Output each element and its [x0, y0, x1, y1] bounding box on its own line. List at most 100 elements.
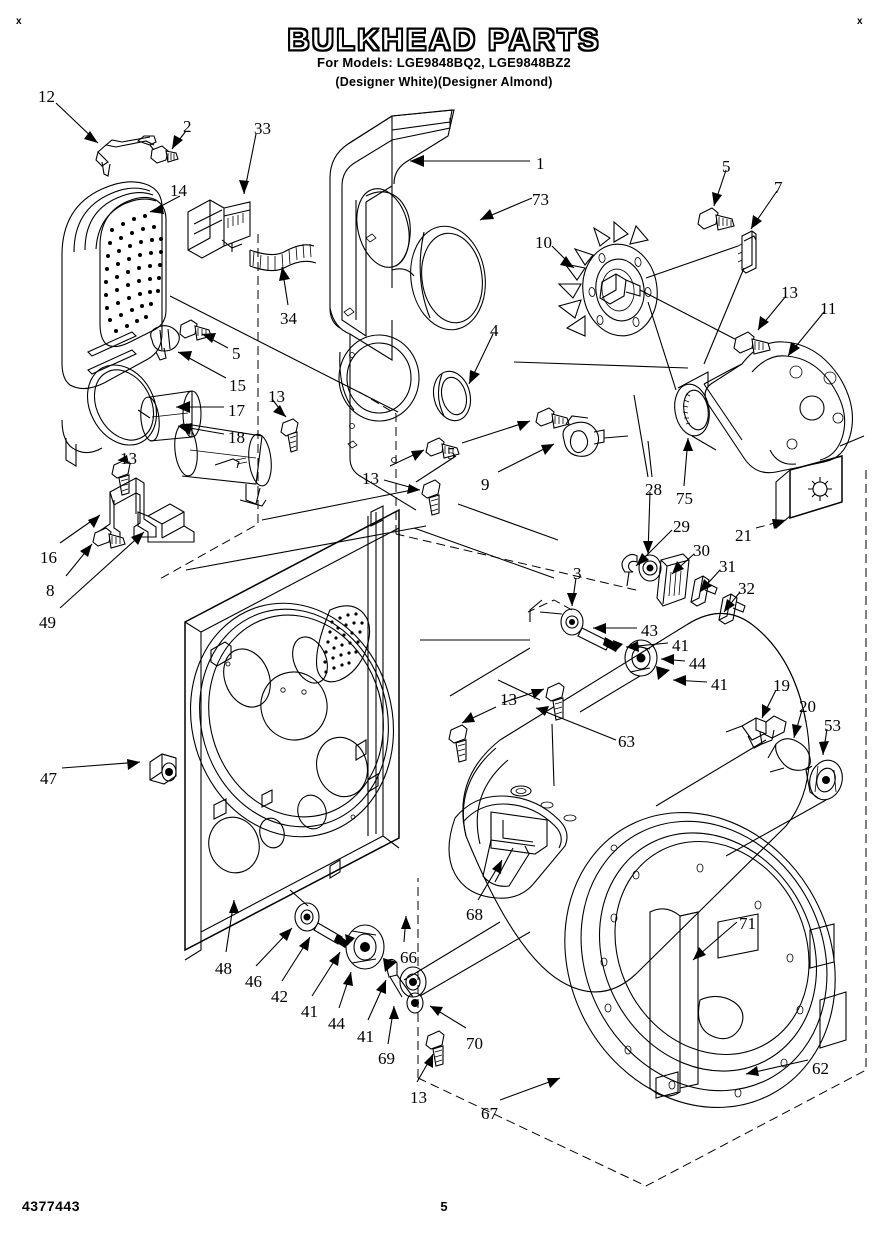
- callout-33: 33: [254, 119, 271, 138]
- part-68-drum-baffle: [449, 796, 567, 898]
- registration-mark-top-left: x: [16, 16, 22, 27]
- callout-5-upper-right: 5: [722, 157, 731, 176]
- callout-70: 70: [466, 1034, 483, 1053]
- part-13-screw-drum-b: [546, 683, 564, 720]
- callout-53: 53: [824, 716, 841, 735]
- part-8-screw: [93, 528, 125, 548]
- callout-44-b: 44: [328, 1014, 345, 1033]
- part-15-clamp: [151, 326, 180, 360]
- part-41-washers-bottom: [345, 934, 397, 972]
- callout-44-a: 44: [689, 654, 706, 673]
- assembly-reference-lines: [138, 234, 866, 1186]
- callout-20: 20: [799, 697, 816, 716]
- callout-62: 62: [812, 1059, 829, 1078]
- part-31-clip: [691, 576, 717, 606]
- part-49-block: [138, 504, 194, 542]
- callout-67: 67: [481, 1104, 498, 1123]
- callout-28: 28: [645, 480, 662, 499]
- footer-part-number: 4377443: [22, 1198, 81, 1214]
- callout-13-left-b: 13: [120, 449, 137, 468]
- part-2-screw: [151, 146, 178, 163]
- part-10-blower-wheel: [559, 222, 760, 352]
- part-46-bearing: [295, 903, 319, 931]
- part-53-roller: [805, 756, 847, 803]
- part-29-spring-clip: [622, 554, 637, 586]
- part-13-screw-right: [734, 332, 770, 354]
- callout-42: 42: [271, 987, 288, 1006]
- part-30-guide-block: [657, 554, 689, 606]
- part-75-drum-bearing: [671, 372, 716, 450]
- part-14-lint-screen-panel: [62, 182, 170, 466]
- part-3-bearing: [530, 600, 583, 635]
- callout-48: 48: [215, 959, 232, 978]
- callout-43: 43: [641, 621, 658, 640]
- callout-11: 11: [820, 299, 837, 318]
- part-33-terminal-block: [188, 200, 250, 258]
- callout-4: 4: [490, 321, 499, 340]
- callout-13-bottom: 13: [410, 1088, 427, 1107]
- part-18-cylinder-large: [172, 423, 273, 506]
- callout-68: 68: [466, 905, 483, 924]
- callout-13-center: 13: [362, 469, 379, 488]
- callout-8: 8: [46, 581, 55, 600]
- callout-15: 15: [229, 376, 246, 395]
- part-13-screw-center-a: [426, 438, 459, 458]
- registration-mark-top-right: x: [857, 16, 863, 27]
- callout-41-c: 41: [301, 1002, 318, 1021]
- part-19-idler-lever: [726, 716, 786, 748]
- part-20-roller-arm: [768, 739, 810, 772]
- part-13-screw-drum-a: [449, 725, 467, 762]
- part-4-small-seal: [428, 367, 475, 424]
- part-1-blower-housing: [330, 110, 456, 510]
- models-line: For Models: LGE9848BQ2, LGE9848BZ2: [317, 55, 571, 70]
- callout-63: 63: [618, 732, 635, 751]
- callout-13-left-a: 13: [268, 387, 285, 406]
- callout-49: 49: [39, 613, 56, 632]
- callout-9: 9: [481, 475, 490, 494]
- footer-page-number: 5: [440, 1199, 448, 1214]
- part-32-clip: [719, 594, 745, 624]
- callout-1: 1: [536, 154, 545, 173]
- callout-3: 3: [573, 564, 582, 583]
- callout-5-left-mid: 5: [232, 344, 241, 363]
- part-73-duct-seal: [404, 221, 492, 334]
- part-7-clip: [738, 231, 756, 273]
- part-9-thermostat: [563, 416, 628, 456]
- callout-66: 66: [400, 948, 417, 967]
- part-17-cylinder: [139, 391, 201, 442]
- part-11-rear-support: [704, 342, 864, 473]
- colors-line: (Designer White)(Designer Almond): [335, 75, 553, 89]
- callout-47: 47: [40, 769, 57, 788]
- callout-73: 73: [532, 190, 549, 209]
- part-13-screw-center-b: [422, 480, 440, 515]
- callout-2: 2: [183, 117, 192, 136]
- part-48-front-bulkhead-panel: [163, 506, 420, 960]
- part-12-sensor-bracket: [96, 136, 156, 176]
- part-70-bearing: [400, 967, 426, 997]
- part-13-screw-left-a: [281, 419, 298, 452]
- leader-lines: [56, 103, 829, 1100]
- callout-10: 10: [535, 233, 552, 252]
- part-44-idler-pulley: [625, 640, 657, 676]
- page-title: BULKHEAD PARTS: [287, 21, 601, 57]
- part-28-grommet: [639, 555, 661, 581]
- callout-30: 30: [693, 541, 710, 560]
- callout-17: 17: [228, 401, 245, 420]
- callout-13-right: 13: [781, 283, 798, 302]
- callout-5-center: 5: [447, 444, 456, 463]
- part-5-screw-upper-right: [698, 208, 734, 230]
- part-66-clip: [387, 959, 413, 997]
- callout-41-d: 41: [357, 1027, 374, 1046]
- callout-7: 7: [774, 178, 783, 197]
- callout-34: 34: [280, 309, 297, 328]
- callout-41-b: 41: [711, 675, 728, 694]
- part-34-flexible-duct: [250, 244, 316, 271]
- part-69-washer-small: [407, 993, 423, 1013]
- callout-32: 32: [738, 579, 755, 598]
- callout-21: 21: [735, 526, 752, 545]
- callout-16: 16: [40, 548, 57, 567]
- callout-71: 71: [739, 914, 756, 933]
- callout-41-a: 41: [672, 636, 689, 655]
